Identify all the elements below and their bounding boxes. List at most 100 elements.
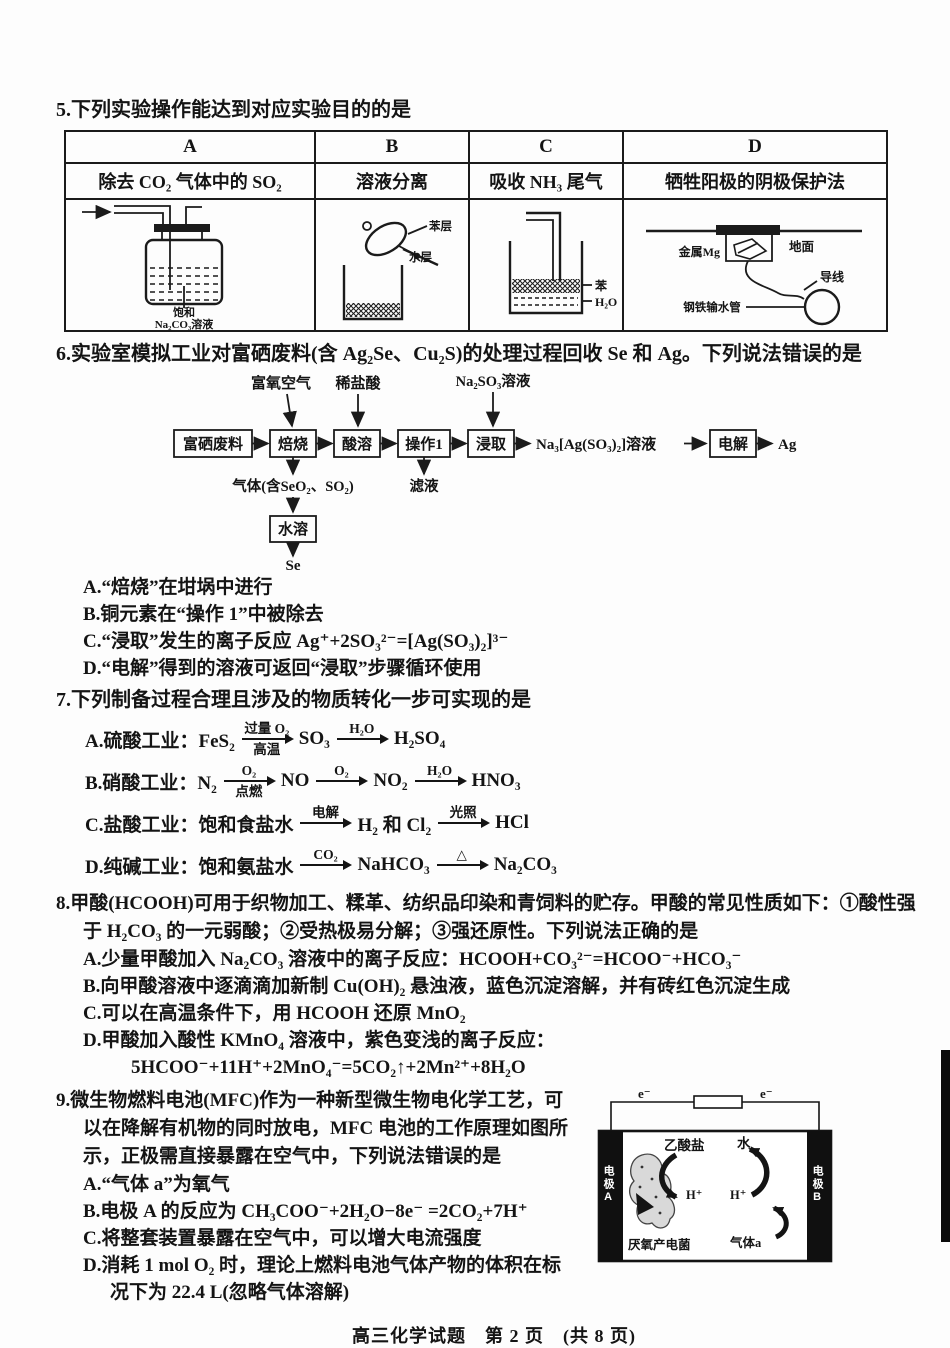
gas-washing-bottle-figure: 饱和 Na₂CO₃溶液 [82,204,224,330]
q5-purpose-row: 除去 CO₂ 气体中的 SO₂ 溶液分离 吸收 NH₃ 尾气 牺牲阳极的阴极保护… [64,162,888,200]
flow-box-roast-label: 焙烧 [278,435,308,453]
q5-figure-c: 苯 H₂O [468,198,624,332]
flow-solution-label: Na₃[Ag(SO₃)₂]溶液 [536,435,657,453]
solution-label-line2: Na₂CO₃溶液 [155,317,215,330]
metal-mg-label: 金属Mg [678,244,720,259]
reaction-arrow: 光照 [438,806,491,840]
question-6: 6.实验室模拟工业对富硒废料(含 Ag₂Se、Cu₂S)的处理过程回收 Se 和… [56,340,932,682]
pit-cover [716,225,780,235]
electrode-a-label: 电极A [602,1165,615,1205]
h-plus-left-label: H⁺ [686,1188,703,1202]
flow-selenium-label: Se [286,558,301,572]
flow-gas-label: 气体(含SeO₂、SO₂) [231,477,354,495]
beaker [342,265,404,321]
flow-input-oxygen-air: 富氧空气 [251,374,311,392]
electron-right-label: e⁻ [760,1086,773,1101]
water-layer-label: 水层 [409,250,432,264]
reaction-arrow: H₂O [336,722,389,756]
q9-option-c: C.将整套装置暴露在空气中，可以增大电流强度 [83,1228,482,1249]
flow-filtrate-label: 滤液 [410,477,439,495]
chain-text: HNO₃ [471,770,521,791]
separating-funnel-figure: 苯层 水层 [342,219,452,321]
q8-option-b: B.向甲酸溶液中逐滴滴加新制 Cu(OH)₂ 悬浊液，蓝色沉淀溶解，并有砖红色沉… [83,976,791,997]
q6-flow-diagram: 富氧空气 稀盐酸 Na₂SO₃溶液 富硒废料 焙烧 酸溶 操作1 浸取 Na₃[… [173,372,797,572]
q9-stem: 9.微生物燃料电池(MFC)作为一种新型微生物电化学工艺，可以在降解有机物的同时… [56,1090,569,1167]
benzene-label: 苯 [594,278,608,293]
microbe-shadow [636,1193,654,1215]
flow-input-dilute-hcl: 稀盐酸 [335,374,381,392]
q5-purpose-b: 溶液分离 [314,162,470,200]
chain-text: A.硫酸工业：FeS₂ [85,730,235,752]
question-8: 8.甲酸(HCOOH)可用于织物加工、糅革、纺织品印染和青饲料的贮存。甲酸的常见… [56,890,932,1081]
q8-option-d: D.甲酸加入酸性 KMnO₄ 溶液中，紫色变浅的离子反应： [83,1030,555,1051]
q8-option-d-equation: 5HCOO⁻+11H⁺+2MnO₄⁻=5CO₂↑+2Mn²⁺+8H₂O [131,1057,526,1078]
reaction-arrow: 电解 [300,806,353,840]
chain-text: NO₂ [373,770,408,791]
q5-figure-row: 饱和 Na₂CO₃溶液 苯层 水层 [64,198,888,332]
q5-figure-d: 金属Mg 地面 导线 钢铁输水管 [622,198,888,332]
q5-header-c: C [468,130,624,164]
chain-text: HCl [495,812,529,833]
chain-text: NO [280,770,310,791]
benzene-layer-label: 苯层 [428,219,452,233]
reaction-arrow: △ [436,848,489,882]
q5-header-d: D [622,130,888,164]
q5-stem: 5.下列实验操作能达到对应实验目的的是 [56,99,411,121]
funnel-stopper [362,221,372,231]
chain-text: B.硝酸工业：N₂ [85,772,217,794]
beaker [508,241,584,315]
electrode-b-bar [807,1131,831,1261]
mfc-diagram: e⁻ e⁻ 电极A 电极B 乙酸盐 H⁺ H⁺ 水 气体a 厌氧产电菌 [590,1086,840,1271]
chain-text: H₂ 和 Cl₂ [357,814,432,836]
q6-option-d: D.“电解”得到的溶液可返回“浸取”步骤循环使用 [83,658,482,679]
cathodic-protection-figure: 金属Mg 地面 导线 钢铁输水管 [646,225,862,326]
q5-purpose-d: 牺牲阳极的阴极保护法 [622,162,888,200]
chain-text: H₂SO₄ [393,728,446,749]
flow-box-electrolysis-label: 电解 [718,435,748,453]
q8-option-a: A.少量甲酸加入 Na₂CO₃ 溶液中的离子反应：HCOOH+CO₃²⁻=HCO… [83,949,742,970]
q6-stem: 6.实验室模拟工业对富硒废料(含 Ag₂Se、Cu₂S)的处理过程回收 Se 和… [56,343,862,365]
h-to-water-arrow [748,1146,770,1198]
microbe-speckles [638,1165,662,1215]
q5-header-row: A B C D [64,130,888,164]
page-footer: 高三化学试题 第 2 页 (共 8 页) [352,1326,636,1346]
wire [745,260,805,300]
bent-tube [526,211,562,281]
reaction-arrow: H₂O [414,764,467,798]
scan-edge-artifact [941,1050,950,1242]
solution-label-line1: 饱和 [173,305,195,319]
q6-option-b: B.铜元素在“操作 1”中被除去 [83,604,324,625]
q9-option-b: B.电极 A 的反应为 CH₃COO⁻+2H₂O−8e⁻ =2CO₂+7H⁺ [83,1201,528,1222]
gas-a-arrow [772,1205,789,1240]
liquid-pattern [150,267,218,301]
water-label: H₂O [595,295,617,309]
benzene-layer [512,279,580,293]
question-9: e⁻ e⁻ 电极A 电极B 乙酸盐 H⁺ H⁺ 水 气体a 厌氧产电菌 9.微生… [56,1086,932,1306]
reaction-arrow: O₂ [316,764,369,798]
bottle-stopper [154,224,210,232]
q5-figure-a: 饱和 Na₂CO₃溶液 [64,198,316,332]
flow-box-op1-label: 操作1 [405,435,443,453]
flow-silver-label: Ag [778,437,797,453]
mfc-cell-drawing [597,1095,833,1263]
q6-option-c: C.“浸取”发生的离子反应 Ag⁺+2SO₃²⁻=[Ag(SO₃)₂]³⁻ [83,631,509,652]
flow-box-waste-label: 富硒废料 [183,435,243,453]
water-label: 水 [737,1136,751,1151]
q5-figure-b: 苯层 水层 [314,198,470,332]
q5-header-b: B [314,130,470,164]
q6-option-a: A.“焙烧”在坩埚中进行 [83,577,273,598]
gas-a-label: 气体a [730,1236,762,1250]
reaction-arrow: CO₂ [300,848,353,882]
funnel-body [364,221,408,257]
water-pipe [803,288,841,326]
ground-label: 地面 [789,239,815,254]
acetate-label: 乙酸盐 [664,1138,705,1153]
resistor [693,1095,743,1109]
bacteria-label: 厌氧产电菌 [628,1238,691,1252]
q5-purpose-c: 吸收 NH₃ 尾气 [468,162,624,200]
